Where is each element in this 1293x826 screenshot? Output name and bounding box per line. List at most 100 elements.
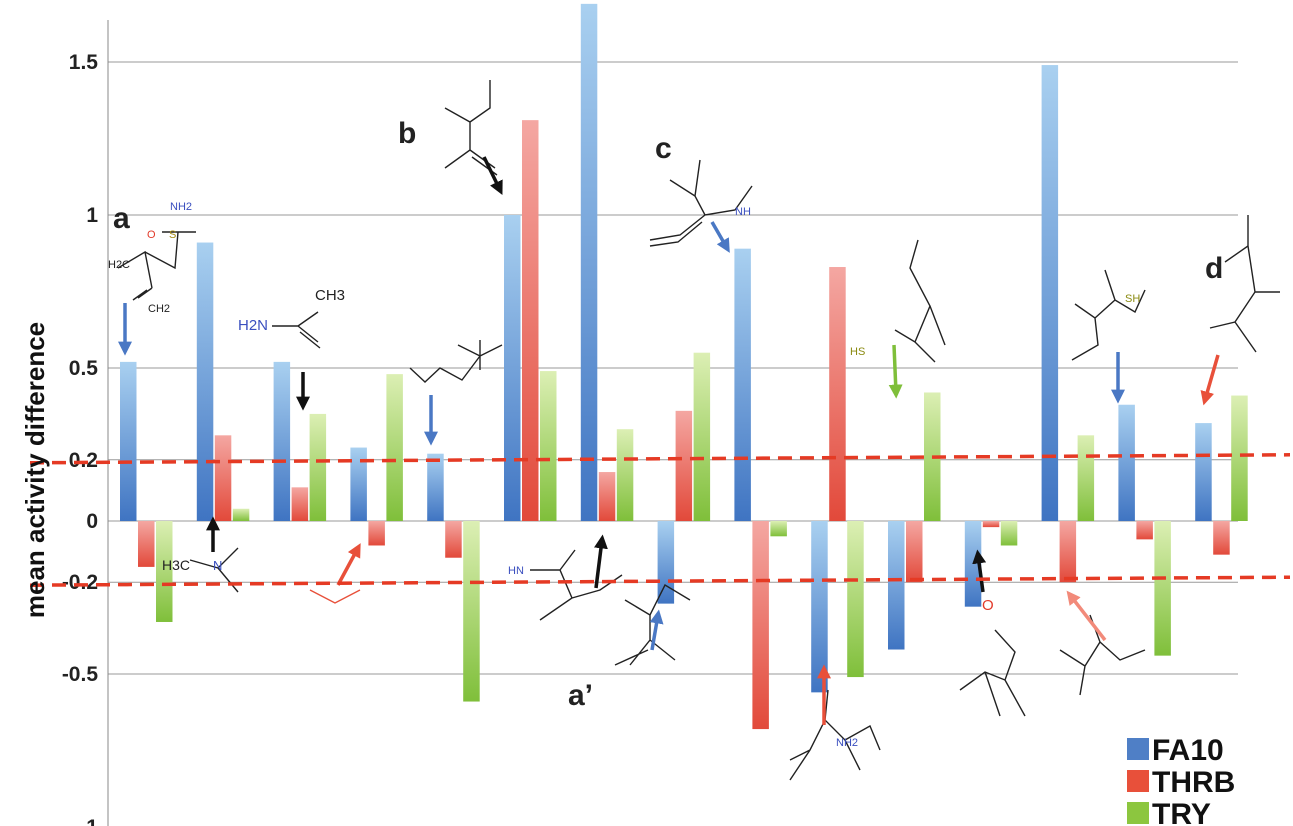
mol-label: O	[147, 229, 156, 241]
bar-fa10	[350, 447, 367, 521]
molecule-c	[649, 159, 753, 247]
molecule-5	[409, 340, 503, 383]
bar-try	[847, 521, 864, 678]
mol-label: NH	[735, 206, 751, 218]
bar-fa10	[1118, 404, 1135, 521]
bar-try	[156, 521, 173, 622]
annotation-label: b	[398, 117, 416, 150]
bar-fa10	[120, 361, 137, 521]
bar-thrb	[752, 521, 769, 730]
bar-thrb	[1059, 521, 1077, 583]
molecule-a	[117, 231, 196, 301]
bar-try	[386, 374, 403, 521]
bar-fa10	[427, 453, 444, 521]
molecule-8	[894, 239, 946, 363]
bar-try	[540, 371, 557, 521]
arrow-green	[888, 344, 903, 399]
legend-label: THRB	[1152, 766, 1235, 799]
legend-label: FA10	[1152, 734, 1224, 767]
arrow-black	[482, 156, 503, 196]
arrow-pink	[1066, 590, 1107, 642]
y-tick-label: 0	[86, 510, 98, 533]
mol-label: NH2	[170, 201, 192, 213]
bar-thrb	[214, 435, 232, 521]
y-tick-label: -0.5	[62, 663, 99, 686]
bar-thrb	[1136, 521, 1153, 540]
arrow-blue	[710, 221, 730, 253]
mol-label: CH3	[315, 287, 345, 304]
arrow-blue	[649, 609, 664, 651]
mol-label: CH2	[148, 303, 170, 315]
bar-try	[309, 413, 327, 521]
mol-label: H2N	[238, 317, 268, 334]
molecule-b	[444, 80, 498, 176]
molecule-6	[530, 549, 623, 621]
annotation-label: c	[655, 132, 672, 165]
bar-try	[463, 521, 480, 702]
bar-try	[693, 352, 711, 521]
bar-thrb	[1213, 521, 1230, 555]
y-tick-label: -0.2	[62, 571, 98, 594]
molecule-3	[272, 311, 321, 349]
bar-thrb	[829, 267, 846, 521]
bar-thrb	[675, 410, 693, 521]
axis-layer: 1.510.50.20-0.2-0.5-1	[62, 20, 109, 826]
molecule-4	[309, 589, 361, 604]
bar-thrb	[522, 120, 539, 521]
molecule-2	[189, 547, 239, 593]
bar-thrb	[368, 521, 385, 546]
bar-try	[1231, 395, 1248, 521]
molecule-a-prime	[614, 584, 691, 666]
arrow-red	[336, 543, 361, 586]
legend-swatch	[1127, 770, 1149, 792]
bar-try	[1077, 435, 1095, 521]
mol-label: HS	[850, 346, 865, 358]
molecule-layer	[117, 80, 1280, 781]
bar-try	[1154, 521, 1171, 656]
bar-try	[1000, 521, 1018, 546]
legend-swatch	[1127, 738, 1149, 760]
mol-label: S	[169, 229, 176, 241]
arrow-red	[1200, 354, 1220, 406]
threshold-line	[29, 575, 1291, 587]
mol-label: H2C	[108, 259, 130, 271]
bar-fa10	[734, 248, 751, 521]
y-tick-label: 0.2	[69, 449, 98, 472]
y-axis-label: mean activity difference	[20, 322, 50, 618]
bar-fa10	[196, 242, 214, 522]
mol-label: HN	[508, 565, 524, 577]
mol-label: H3C	[162, 557, 190, 573]
arrow-black	[594, 534, 608, 589]
mol-label: SH	[1125, 293, 1140, 305]
molecule-9	[959, 629, 1026, 717]
y-tick-label: 1	[86, 204, 98, 227]
bar-try	[770, 521, 787, 537]
molecule-11	[1059, 614, 1146, 696]
molecule-labels: NH2 O S H2C CH2 CH3 H3C H2N NH HN N SH H…	[108, 201, 1140, 749]
bar-fa10	[580, 3, 598, 522]
arrow-layer	[118, 156, 1220, 725]
bar-thrb	[982, 521, 1000, 528]
bar-thrb	[291, 487, 309, 521]
bar-try	[232, 508, 250, 521]
molecule-d	[1209, 215, 1280, 353]
mol-label: O	[982, 597, 994, 614]
molecule-7	[789, 689, 881, 781]
bar-fa10	[1041, 65, 1059, 521]
threshold-layer	[29, 453, 1291, 587]
bar-fa10	[657, 521, 675, 604]
legend-swatch	[1127, 802, 1149, 824]
bar-thrb	[445, 521, 462, 558]
legend-label: TRY	[1152, 798, 1211, 826]
annotation-label: a	[113, 202, 130, 235]
bar-layer	[120, 3, 1248, 730]
arrow-black	[972, 549, 987, 593]
bar-fa10	[273, 361, 291, 521]
bar-thrb	[906, 521, 923, 583]
y-tick-label: 0.5	[69, 357, 99, 380]
annotation-label: a’	[568, 679, 593, 712]
bar-fa10	[1195, 423, 1212, 521]
y-tick-label: 1.5	[69, 51, 99, 74]
